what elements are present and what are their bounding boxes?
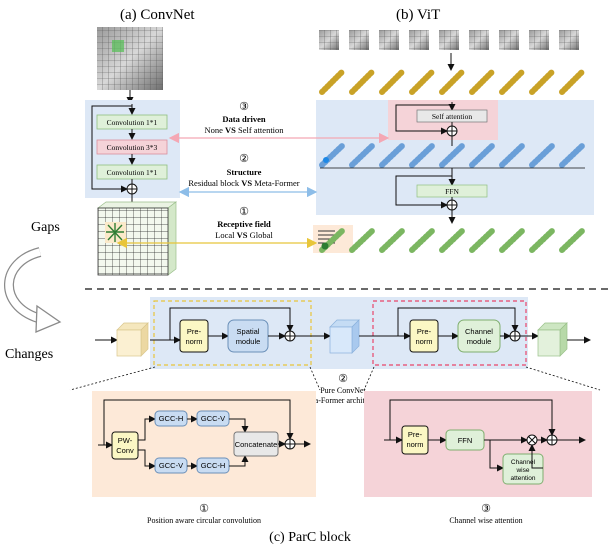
svg-text:Residual block VS Meta-Former: Residual block VS Meta-Former	[188, 178, 299, 188]
channel-module-box	[457, 319, 501, 353]
channel-wise-attention-box	[502, 453, 544, 485]
gap-receptive-field: ① Receptive field Local VS Global	[116, 206, 318, 249]
cwa-label-3: attention	[511, 475, 536, 482]
svg-text:Receptive field: Receptive field	[217, 219, 271, 229]
channel-module-label-2: module	[467, 337, 492, 346]
image-patches	[319, 30, 579, 50]
prenorm-box-spatial	[179, 319, 209, 353]
gcc-h-label-bottom: GCC-H	[201, 461, 226, 470]
conv3x3-label: Convolution 3*3	[107, 143, 158, 152]
prenorm-channel-label-1: Pre-	[417, 327, 432, 336]
input-image-grid	[97, 27, 163, 90]
prenorm-cwa-label-2: norm	[406, 440, 423, 449]
svg-text:Local VS Global: Local VS Global	[215, 230, 273, 240]
ffn-label-vit: FFN	[445, 187, 459, 196]
caption-right: Channel wise attention	[449, 516, 522, 525]
svg-text:①: ①	[239, 206, 249, 218]
figure-caption: (c) ParC block	[269, 530, 351, 545]
gap-structure: ② Structure Residual block VS Meta-Forme…	[178, 153, 318, 198]
panel-a-title: (a) ConvNet	[120, 7, 195, 23]
caption-right-num: ③	[481, 503, 491, 515]
prenorm-box-channel	[409, 319, 439, 353]
spatial-dashed-box	[153, 300, 312, 366]
cwa-label-2: wise	[515, 467, 529, 474]
caption-left: Position aware circular convolution	[147, 516, 261, 525]
cwa-label-1: Channel	[511, 459, 536, 466]
gaps-label: Gaps	[31, 220, 60, 235]
panel-b-title: (b) ViT	[396, 7, 440, 23]
spatial-module-label-2: module	[236, 337, 261, 346]
pw-conv-box	[111, 431, 139, 460]
pw-conv-label-2: Conv	[116, 446, 134, 455]
svg-text:None VS Self attention: None VS Self attention	[204, 125, 284, 135]
gcc-v-label-top: GCC-V	[201, 414, 225, 423]
middle-label-line1: Pure ConvNet	[320, 386, 366, 395]
prenorm-spatial-label-2: norm	[185, 337, 202, 346]
token-row-input	[319, 69, 585, 95]
gcc-v-label-bottom: GCC-V	[159, 461, 183, 470]
concatenate-label: Concatenate	[235, 440, 278, 449]
middle-cube	[329, 319, 360, 354]
conv1x1-label-bottom: Convolution 1*1	[107, 168, 158, 177]
svg-text:Structure: Structure	[227, 167, 262, 177]
ffn-label-cwa: FFN	[458, 436, 473, 445]
caption-left-num: ①	[199, 503, 209, 515]
token-row-output	[319, 228, 585, 253]
spatial-module-label-1: Spatial	[237, 327, 260, 336]
middle-label-num: ②	[338, 373, 348, 385]
channel-module-label-1: Channel	[465, 327, 493, 336]
conv1x1-label-top: Convolution 1*1	[107, 118, 158, 127]
self-attention-label: Self attention	[432, 112, 472, 121]
output-cube	[537, 322, 568, 357]
channel-dashed-box	[372, 300, 527, 366]
prenorm-spatial-label-1: Pre-	[187, 327, 202, 336]
prenorm-cwa-label-1: Pre-	[408, 430, 423, 439]
middle-label-line2: Meta-Former architecture	[302, 396, 385, 405]
gcc-h-label-top: GCC-H	[159, 414, 184, 423]
svg-text:②: ②	[239, 153, 249, 165]
changes-label: Changes	[5, 347, 53, 362]
svg-text:Data driven: Data driven	[222, 114, 265, 124]
gap-data-driven: ③ Data driven None VS Self attention	[168, 101, 390, 144]
spatial-module-box	[227, 319, 269, 353]
input-cube	[116, 322, 149, 357]
svg-text:③: ③	[239, 101, 249, 113]
feature-map-grid	[96, 201, 178, 276]
prenorm-channel-label-2: norm	[415, 337, 432, 346]
pw-conv-label-1: PW-	[118, 436, 133, 445]
